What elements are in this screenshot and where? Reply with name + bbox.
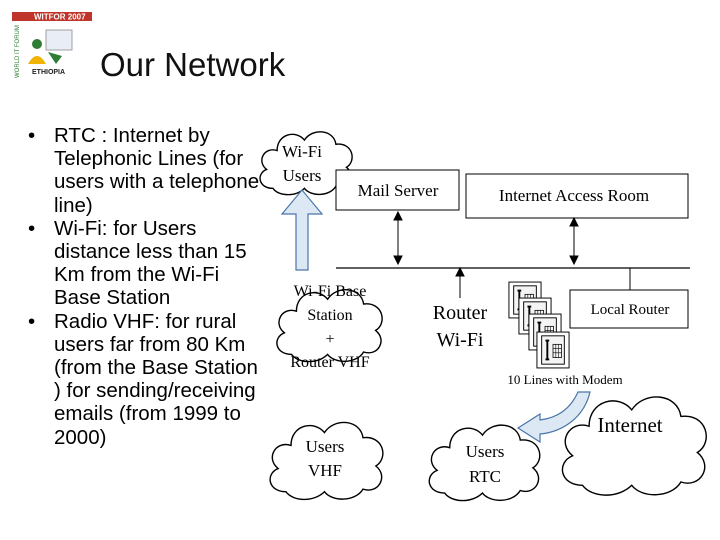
logo-banner (12, 12, 92, 21)
room-link-arrow (569, 216, 579, 266)
internet-cloud (561, 395, 708, 497)
router-wifi-label-1: Router (433, 302, 488, 324)
users-rtc-label-2: RTC (469, 467, 501, 486)
router-wifi-link (455, 266, 465, 298)
internet-access-room-label: Internet Access Room (499, 186, 649, 205)
server-link-arrow (393, 210, 403, 266)
slide-title: Our Network (100, 46, 286, 83)
base-station-label-1: Wi-Fi Base (294, 283, 367, 300)
base-station-cloud (275, 288, 384, 363)
witfor-logo: WITFOR 2007 WORLD IT FORUM ETHIOPIA (12, 12, 92, 78)
logo-bottom-text: ETHIOPIA (32, 69, 65, 76)
mail-server-label: Mail Server (358, 181, 439, 200)
router-wifi-label-2: Wi-Fi (437, 329, 484, 351)
wifi-users-label-1: Wi-Fi (282, 142, 322, 161)
users-vhf-label-1: Users (306, 437, 345, 456)
users-rtc-label-1: Users (466, 442, 505, 461)
rtc-link-arrow (516, 391, 591, 444)
figure-head-icon (32, 39, 42, 49)
bullet-list: RTC : Internet by Telephonic Lines (for … (28, 124, 260, 449)
bullet-vhf: Radio VHF: for rural users far from 80 K… (28, 310, 260, 449)
base-station-label-4: Router VHF (290, 354, 369, 371)
mail-server-box (335, 169, 460, 211)
base-station-label-2: Station (307, 307, 352, 324)
users-rtc-cloud (428, 424, 541, 502)
logo-side-text: WORLD IT FORUM (15, 25, 21, 78)
bullet-wifi: Wi-Fi: for Users distance less than 15 K… (28, 217, 260, 310)
modem-lines-label: 10 Lines with Modem (507, 372, 622, 387)
figure-body-icon (28, 56, 46, 64)
wifi-users-label-2: Users (283, 166, 322, 185)
internet-access-room-box (465, 173, 689, 219)
wifi-uplink-arrow (280, 189, 324, 271)
logo-top-text: WITFOR 2007 (34, 13, 86, 22)
base-station-label-3: + (325, 331, 334, 348)
users-vhf-label-2: VHF (308, 461, 342, 480)
internet-label: Internet (597, 413, 662, 437)
local-router-label: Local Router (591, 302, 670, 318)
logo-leaf-icon (48, 52, 62, 64)
phone-icon (536, 331, 570, 369)
local-router-box (569, 289, 689, 329)
monitor-icon (45, 29, 73, 51)
bullet-rtc: RTC : Internet by Telephonic Lines (for … (28, 124, 260, 217)
modem-phones (508, 281, 570, 369)
